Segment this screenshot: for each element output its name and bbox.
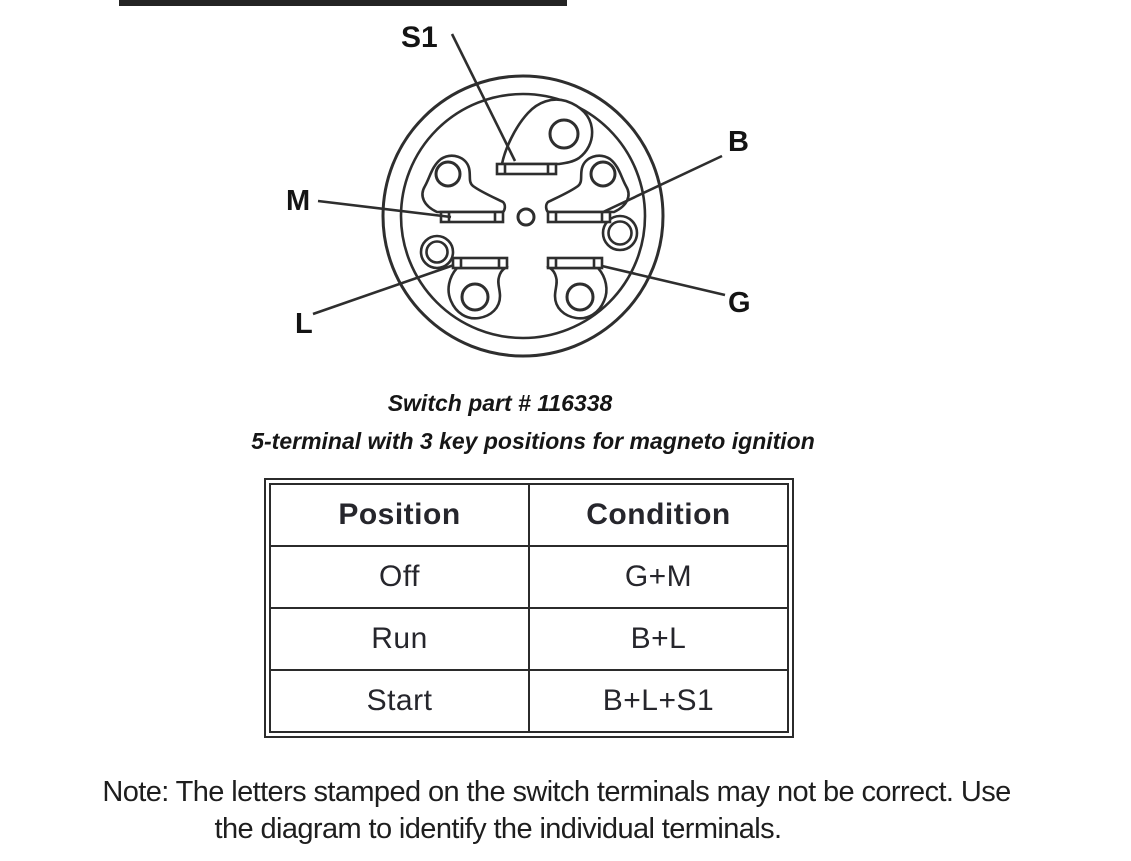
- caption-subtitle: 5-terminal with 3 key positions for magn…: [251, 428, 815, 454]
- rivet-lower-left: [419, 234, 455, 270]
- note-text-line2: the diagram to identify the individual t…: [214, 813, 782, 845]
- cell-condition: B+L: [528, 607, 789, 671]
- terminal-b: [544, 154, 630, 224]
- terminal-l-hole: [460, 282, 490, 312]
- cell-position: Off: [269, 545, 530, 609]
- terminal-g-hole: [565, 282, 595, 312]
- note-text-line1: Note: The letters stamped on the switch …: [102, 776, 1011, 808]
- terminal-b-plate: [544, 154, 630, 214]
- terminal-m-hole: [434, 160, 462, 188]
- rivet-right: [601, 214, 639, 252]
- terminal-l: [447, 256, 510, 320]
- terminal-label-g: G: [728, 287, 751, 319]
- leader-line-m: [317, 199, 452, 219]
- terminal-l-plate: [447, 266, 510, 320]
- leader-line-s1: [450, 33, 517, 162]
- table-header-row: Position Condition: [269, 483, 789, 547]
- leader-line-b: [600, 154, 723, 215]
- connector-inner-ring: [399, 92, 647, 340]
- top-crop-bar: [119, 0, 567, 6]
- terminal-m: [421, 154, 507, 224]
- terminal-s1-hole: [548, 118, 580, 150]
- terminal-b-blade: [546, 210, 612, 224]
- terminal-s1: [495, 98, 594, 176]
- terminal-label-s1: S1: [401, 21, 438, 54]
- terminal-g-blade: [546, 256, 604, 270]
- connector-outer-ring: [381, 74, 665, 358]
- terminal-m-plate: [421, 154, 507, 214]
- terminal-label-m: M: [286, 185, 310, 217]
- cell-condition: B+L+S1: [528, 669, 789, 733]
- terminal-g: [545, 256, 608, 320]
- table-row: Start B+L+S1: [269, 669, 789, 733]
- cell-position: Start: [269, 669, 530, 733]
- table-row: Run B+L: [269, 607, 789, 671]
- cell-condition: G+M: [528, 545, 789, 609]
- terminal-s1-blade: [495, 162, 558, 176]
- switch-connector-diagram: S1 B M L G: [286, 21, 751, 358]
- terminal-g-plate: [545, 266, 608, 320]
- terminal-l-blade: [451, 256, 509, 270]
- caption-part-number: Switch part # 116338: [387, 390, 613, 416]
- header-position: Position: [269, 483, 530, 547]
- table-row: Off G+M: [269, 545, 789, 609]
- terminal-b-hole: [589, 160, 617, 188]
- leader-line-g: [601, 264, 726, 297]
- center-hole: [516, 207, 536, 227]
- header-condition: Condition: [528, 483, 789, 547]
- position-condition-table: Position Condition Off G+M Run B+L Start…: [264, 478, 794, 738]
- cell-position: Run: [269, 607, 530, 671]
- terminal-label-b: B: [728, 126, 749, 158]
- terminal-label-l: L: [295, 308, 313, 340]
- leader-line-l: [312, 263, 455, 316]
